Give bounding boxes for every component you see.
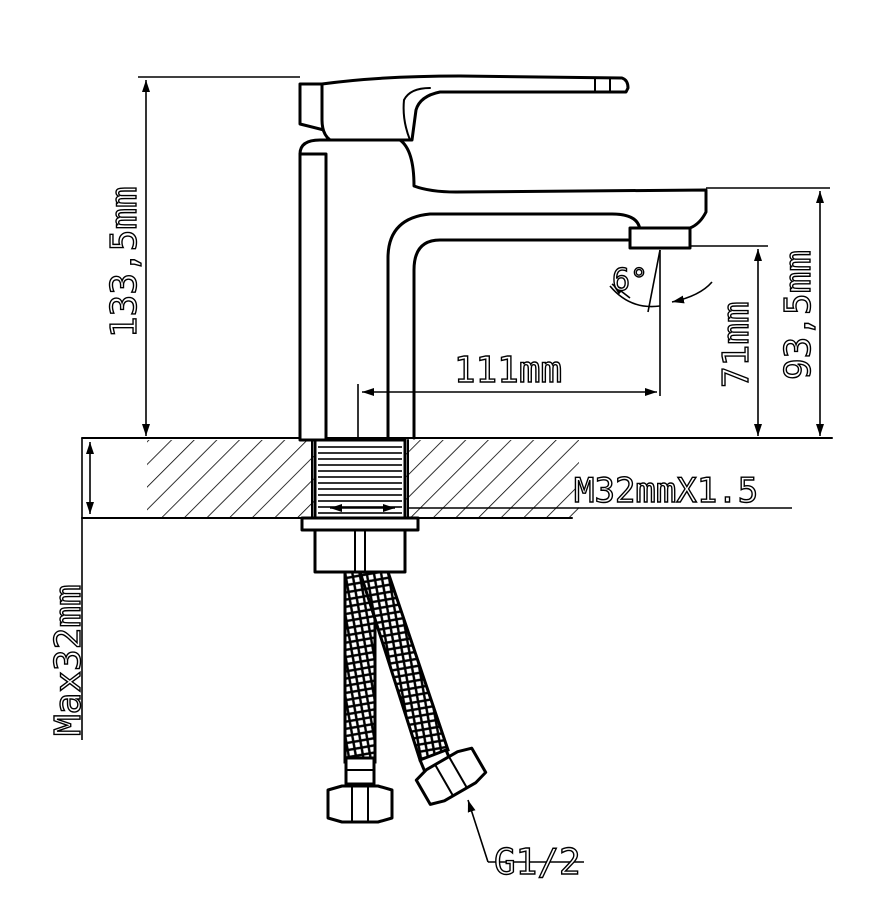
thread-label: M32mmX1.5 [574,471,758,511]
flexible-hoses [326,570,488,824]
tilt-angle-label: 6° [612,263,648,298]
dimension-lines [81,76,830,863]
aerator-height-label: 71mm [716,301,757,388]
spout-height-label: 93,5mm [778,250,819,380]
spout-reach-label: 111mm [454,350,562,391]
threaded-shank [300,438,420,574]
hose-connection-label: G1/2 [494,842,581,883]
max-thickness-label: Max32mm [48,584,89,736]
faucet-body [298,74,708,442]
total-height-label: 133,5mm [104,186,145,338]
